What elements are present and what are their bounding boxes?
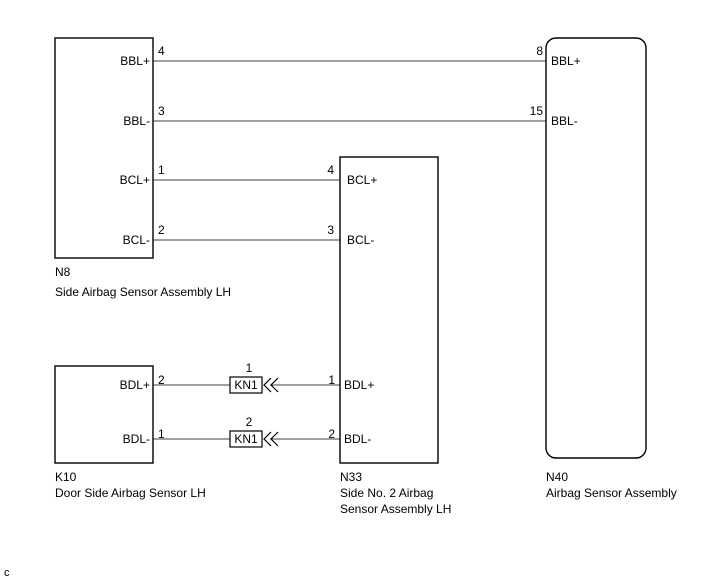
n8-box <box>54 37 154 259</box>
k10-box <box>54 365 154 464</box>
k10-name: Door Side Airbag Sensor LH <box>55 486 206 500</box>
n33-pin-1: 1 <box>328 373 335 387</box>
n33-pin-2: 2 <box>328 427 335 441</box>
n8-pin-3: 3 <box>158 104 165 118</box>
k10-terminal-bdl-minus: BDL- <box>123 432 150 446</box>
n33-name-line2: Sensor Assembly LH <box>340 502 451 516</box>
kn1-1-chevron-right-icon <box>270 377 279 393</box>
kn1-1-chevron-left-icon <box>263 377 272 393</box>
k10-pin-2: 2 <box>158 373 165 387</box>
k10-terminal-bdl-plus: BDL+ <box>120 378 150 392</box>
n33-terminal-bdl-plus: BDL+ <box>344 378 374 392</box>
n8-terminal-bcl-minus: BCL- <box>123 233 150 247</box>
n40-pin-15: 15 <box>530 104 544 118</box>
n8-terminal-bbl-plus: BBL+ <box>120 54 150 68</box>
k10-code: K10 <box>55 470 77 484</box>
n33-pin-4: 4 <box>327 163 334 177</box>
n8-pin-1: 1 <box>158 163 165 177</box>
n40-pin-8: 8 <box>536 44 543 58</box>
k10-pin-1: 1 <box>158 427 165 441</box>
kn1-connector-2-pin: 2 <box>246 415 253 429</box>
n8-code: N8 <box>55 265 71 279</box>
n8-pin-4: 4 <box>158 44 165 58</box>
kn1-connector-1 <box>229 376 263 394</box>
n33-terminal-bcl-plus: BCL+ <box>347 173 377 187</box>
n40-box <box>545 37 647 459</box>
n8-terminal-bcl-plus: BCL+ <box>120 173 150 187</box>
n33-name-line1: Side No. 2 Airbag <box>340 486 433 500</box>
kn1-2-chevron-right-icon <box>270 431 279 447</box>
n8-name: Side Airbag Sensor Assembly LH <box>55 285 231 299</box>
kn1-connector-1-label: KN1 <box>234 378 258 392</box>
n33-terminal-bdl-minus: BDL- <box>344 432 371 446</box>
kn1-2-chevron-left-icon <box>263 431 272 447</box>
n33-code: N33 <box>340 470 362 484</box>
kn1-connector-1-pin: 1 <box>246 361 253 375</box>
n40-terminal-bbl-minus: BBL- <box>551 114 578 128</box>
n33-box <box>339 156 439 464</box>
n40-terminal-bbl-plus: BBL+ <box>551 54 581 68</box>
n40-name: Airbag Sensor Assembly <box>546 486 677 500</box>
n33-terminal-bcl-minus: BCL- <box>347 233 374 247</box>
n8-terminal-bbl-minus: BBL- <box>123 114 150 128</box>
n40-code: N40 <box>546 470 568 484</box>
n33-pin-3: 3 <box>327 223 334 237</box>
corner-mark: c <box>4 567 10 579</box>
n8-pin-2: 2 <box>158 223 165 237</box>
kn1-connector-2 <box>229 430 263 448</box>
kn1-connector-2-label: KN1 <box>234 432 258 446</box>
